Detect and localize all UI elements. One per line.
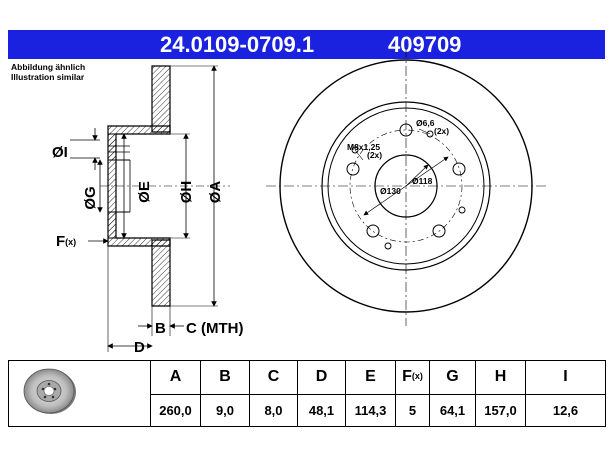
disc-thumbnail-icon xyxy=(23,368,76,414)
spec-value-cell: 114,3 xyxy=(345,393,396,427)
spec-header-row: A B C D E F(x) G H I xyxy=(8,360,606,427)
dim-label-e: ØE xyxy=(136,181,153,203)
spec-value-cell: 5 xyxy=(395,393,430,427)
note-line-en: Illustration similar xyxy=(11,72,85,82)
spec-value-cell: 260,0 xyxy=(150,393,201,427)
note-line-de: Abbildung ähnlich xyxy=(11,62,86,72)
reference-number: 409709 xyxy=(388,32,462,57)
title-bar: 24.0109-0709.1 409709 xyxy=(8,30,605,59)
spec-header-label: G xyxy=(446,368,459,386)
wheel-bolt-holes xyxy=(346,123,466,238)
outer-edge xyxy=(279,59,533,313)
spec-header-label: B xyxy=(219,368,231,386)
spec-header-cell: I xyxy=(525,360,606,395)
spec-header-cell: E xyxy=(345,360,396,395)
face-label-hole-count: (2x) xyxy=(434,126,449,136)
spec-header-label: A xyxy=(169,368,182,386)
illustration-note: Abbildung ähnlich Illustration similar xyxy=(11,62,85,82)
spec-header-cell: H xyxy=(475,360,526,395)
dim-label-c: C (MTH) xyxy=(186,320,243,337)
spec-header-sublabel: (x) xyxy=(411,371,423,382)
spec-header-label: E xyxy=(365,368,376,386)
spec-value-cell: 12,6 xyxy=(525,393,606,427)
dim-label-f-main: F xyxy=(56,233,65,250)
dim-label-i: ØI xyxy=(52,144,68,161)
spec-value-cell: 9,0 xyxy=(200,393,250,427)
technical-drawing: ØI ØG ØE ØH ØA F(x) B C (MTH) D Ø xyxy=(52,48,546,356)
spec-value-row: 260,0 9,0 8,0 48,1 114,3 5 64,1 157,0 12… xyxy=(9,393,606,427)
spec-value-cell: 157,0 xyxy=(475,393,526,427)
hat-edge xyxy=(327,107,485,265)
face-label-hole: Ø6,6 xyxy=(416,118,435,128)
dim-label-f: F(x) xyxy=(56,233,76,250)
small-holes xyxy=(351,130,466,250)
dim-label-f-sub: (x) xyxy=(65,237,76,247)
dim-label-g: ØG xyxy=(82,186,99,209)
spec-value-cell: 64,1 xyxy=(429,393,476,427)
part-number: 24.0109-0709.1 xyxy=(160,32,315,57)
spec-header-cell: C xyxy=(249,360,298,395)
spec-header-cell: F(x) xyxy=(395,360,430,395)
face-label-thread-count: (2x) xyxy=(367,150,382,160)
friction-inner-edge xyxy=(321,101,491,271)
face-label-bore: Ø118 xyxy=(412,176,433,186)
spec-header-label: H xyxy=(494,368,507,386)
pitch-circle xyxy=(349,129,463,243)
spec-header-cell: B xyxy=(200,360,250,395)
dim-label-h: ØH xyxy=(178,181,195,204)
dim-label-b: B xyxy=(155,320,166,337)
spec-value-cell: 8,0 xyxy=(249,393,298,427)
spec-header-label: F xyxy=(402,368,412,386)
dim-label-a: ØA xyxy=(207,181,224,204)
spec-header-label: C xyxy=(267,368,280,386)
face-label-thread: M8x1,25 xyxy=(347,142,380,152)
disc-thumbnail xyxy=(8,360,151,427)
face-label-pcd: Ø130 xyxy=(380,186,401,196)
spec-table: A B C D E F(x) G H I 260,0 9,0 8,0 48,1 … xyxy=(8,360,606,427)
vertical-dimensions xyxy=(70,65,218,352)
spec-header-label: D xyxy=(315,368,328,386)
spec-header-cell: D xyxy=(297,360,346,395)
spec-header-cell: G xyxy=(429,360,476,395)
spec-value-cell: 48,1 xyxy=(297,393,346,427)
spec-header-label: I xyxy=(563,368,568,386)
spec-header-cell: A xyxy=(150,360,201,395)
disc-front-view xyxy=(266,48,546,326)
dim-label-d: D xyxy=(134,339,145,356)
